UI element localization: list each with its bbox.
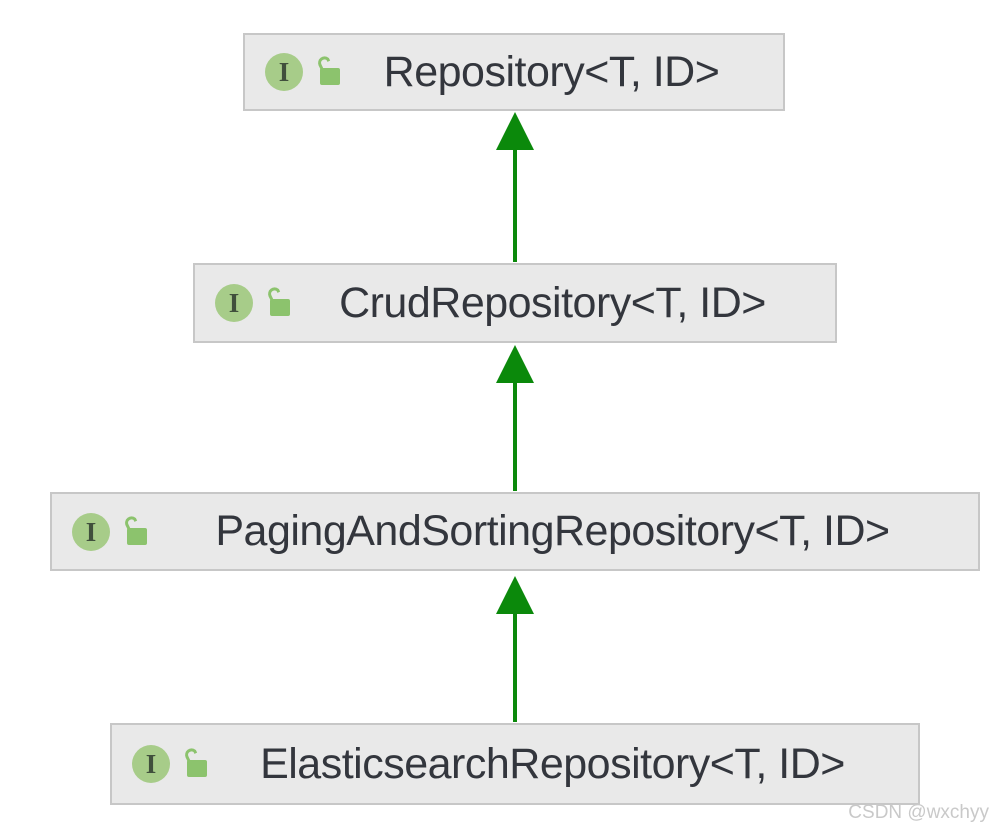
interface-icon: I xyxy=(132,745,170,783)
inheritance-arrow-paging-to-crud[interactable] xyxy=(496,345,534,491)
diagram-node-crud-repository[interactable]: I CrudRepository<T, ID> xyxy=(193,263,837,343)
interface-icon: I xyxy=(215,284,253,322)
node-label: ElasticsearchRepository<T, ID> xyxy=(260,739,845,788)
inheritance-arrow-elasticsearch-to-paging[interactable] xyxy=(496,576,534,722)
unlocked-padlock-icon xyxy=(318,56,340,85)
interface-icon: I xyxy=(265,53,303,91)
node-label: Repository<T, ID> xyxy=(383,47,720,96)
unlocked-padlock-icon xyxy=(185,748,207,777)
diagram-node-paging-and-sorting-repository[interactable]: I PagingAndSortingRepository<T, ID> xyxy=(50,492,980,571)
node-label: PagingAndSortingRepository<T, ID> xyxy=(215,507,890,555)
node-label: CrudRepository<T, ID> xyxy=(339,278,766,327)
interface-icon: I xyxy=(72,512,110,551)
unlocked-padlock-icon xyxy=(125,515,147,545)
csdn-watermark: CSDN @wxchyy xyxy=(848,802,989,823)
unlocked-padlock-icon xyxy=(268,287,290,316)
inheritance-arrow-crud-to-repository[interactable] xyxy=(496,112,534,262)
diagram-node-elasticsearch-repository[interactable]: I ElasticsearchRepository<T, ID> xyxy=(110,723,920,805)
diagram-node-repository[interactable]: I Repository<T, ID> xyxy=(243,33,785,111)
